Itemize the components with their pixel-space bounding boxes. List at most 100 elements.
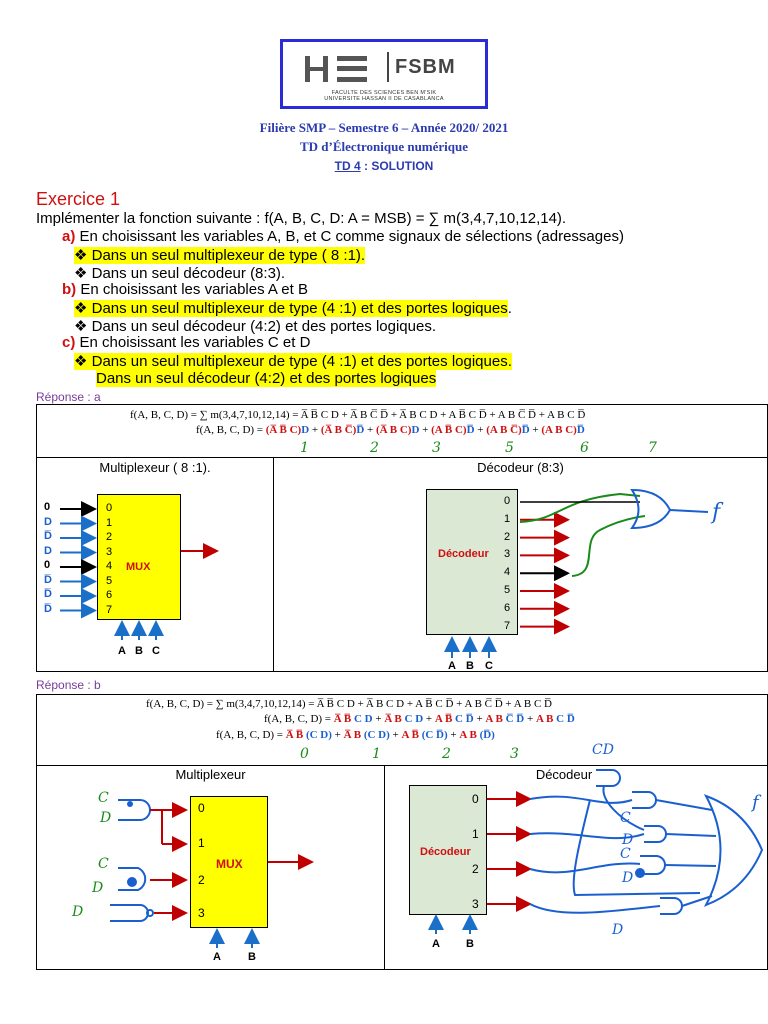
formula-term: +	[473, 713, 486, 725]
dec-4-2-title: Décodeur	[535, 767, 593, 782]
fsbm-logo: FSBM FACULTE DES SCIENCES BEN M'SIK UNIV…	[280, 39, 488, 109]
or-output-wire	[669, 509, 709, 513]
item-b2-label: Dans un seul décodeur (4:2) et des porte…	[91, 318, 437, 335]
formula-term: A B	[485, 713, 503, 725]
dec-8-3-pin: 7	[504, 619, 511, 632]
bullet-icon: ❖	[74, 247, 88, 264]
formula-term: +	[309, 424, 321, 436]
dec-8-3-pin: 1	[504, 512, 511, 525]
formula-term: C D	[351, 713, 373, 725]
hand-input-label: D	[72, 904, 84, 920]
formula-term: (A B C̅)	[486, 424, 522, 436]
formula-term: (A B C)	[541, 424, 577, 436]
question-a: a) En choisissant les variables A, B, et…	[62, 228, 624, 245]
mux-8-1-input-label: D	[44, 544, 52, 557]
mux-4-1-pin: 3	[198, 906, 205, 920]
hand-number: 6	[580, 440, 589, 456]
item-c1-text: ❖ Dans un seul multiplexeur de type (4 :…	[74, 353, 512, 370]
reponse-a-formula-2: f(A, B, C, D) = (A̅ B̅ C)D + (A̅ B C̅)D̅…	[196, 424, 585, 436]
formula-term: +	[524, 713, 536, 725]
formula-term: A B	[535, 713, 554, 725]
hand-number: 1	[372, 746, 381, 762]
td-title: TD 4 : SOLUTION	[0, 159, 768, 173]
formula-term: (D̅)	[476, 729, 495, 741]
formula-term: A B	[459, 729, 477, 741]
mux-8-1-pin: 2	[106, 531, 113, 543]
hand-number: 2	[442, 746, 451, 762]
dec-4-2-pin: 3	[472, 897, 479, 911]
exercise-intro: Implémenter la fonction suivante : f(A, …	[36, 210, 567, 227]
item-c2-label: Dans un seul décodeur (4:2) et des porte…	[96, 370, 437, 387]
dec-8-3-select-label: B	[466, 660, 474, 672]
mux-4-1-block	[190, 796, 268, 928]
bullet-icon: ❖	[74, 318, 88, 335]
hand-top-label: CD	[592, 742, 614, 758]
formula-term: C̅ D̅	[502, 713, 525, 725]
hand-gate-label: D	[622, 832, 634, 848]
mux-4-1-pin: 0	[198, 801, 205, 815]
hand-number: 3	[510, 746, 519, 762]
item-c2: Dans un seul décodeur (4:2) et des porte…	[96, 370, 437, 387]
formula-term: +	[331, 729, 344, 741]
hand-number: 3	[432, 440, 441, 456]
formula-term: D̅	[521, 424, 530, 436]
mux-8-1-input-label: D̅	[44, 573, 52, 586]
reponse-b-formula-3: f(A, B, C, D) = A̅ B̅ (C D) + A̅ B (C D)…	[216, 729, 495, 741]
dec-8-3-block	[426, 489, 518, 635]
bullet-icon: ❖	[74, 353, 88, 370]
hand-number: 1	[300, 440, 309, 456]
mux-8-1-pin: 0	[106, 502, 113, 514]
formula-term: (A̅ B C̅)	[320, 424, 357, 436]
logo-separator	[387, 52, 389, 82]
formula-term: A B̅	[434, 713, 453, 725]
item-a1-label: Dans un seul multiplexeur de type ( 8 :1…	[91, 247, 366, 264]
hand-number: 0	[300, 746, 309, 762]
mux-8-1-block	[97, 494, 181, 620]
mux-8-1-input-wires	[60, 501, 97, 619]
logo-subtitle-faculty: FACULTE DES SCIENCES BEN M'SIK	[331, 90, 437, 96]
dec-4-2-block	[409, 785, 487, 915]
td-label: TD 4	[334, 159, 361, 173]
formula-term: A̅ B̅	[285, 729, 304, 741]
question-c-text: En choisissant les variables C et D	[75, 334, 311, 351]
td-suffix: : SOLUTION	[360, 159, 434, 173]
mux-8-1-input-label: D̅	[44, 530, 52, 542]
formula-b2-lhs: f(A, B, C, D) =	[264, 713, 334, 725]
mux-4-1-select-arrows	[209, 928, 260, 948]
reponse-a-formula-1: f(A, B, C, D) = ∑ m(3,4,7,10,12,14) = A̅…	[130, 409, 586, 421]
hand-input-label: D	[100, 810, 112, 826]
mux-8-1-pin: 1	[106, 516, 113, 529]
dec-8-3-pin: 3	[504, 548, 511, 561]
dec-8-3-output-arrows	[520, 511, 570, 635]
formula-term: (A̅ B̅ C)	[265, 424, 302, 436]
reponse-a-label: Réponse : a	[36, 390, 101, 404]
mux-8-1-pin: 7	[106, 603, 113, 616]
mux-8-1-input-label: D̅	[44, 588, 52, 600]
mux-4-1-label: MUX	[216, 857, 243, 871]
dec-8-3-select-label: A	[448, 660, 456, 672]
course-subject: TD d’Électronique numérique	[299, 139, 469, 154]
logo-subtitle: FACULTE DES SCIENCES BEN M'SIK UNIVERSIT…	[283, 90, 485, 102]
item-c1-label: Dans un seul multiplexeur de type (4 :1)…	[91, 353, 512, 370]
mux-8-1-label: MUX	[126, 561, 151, 573]
mux-8-1-select-label: B	[135, 645, 143, 657]
bullet-icon: ❖	[74, 300, 88, 317]
question-c: c) En choisissant les variables C et D	[62, 334, 310, 351]
formula-term: D̅	[356, 424, 365, 436]
hand-output-f-b: f	[752, 792, 759, 813]
formula-2-terms: (A̅ B̅ C)D + (A̅ B C̅)D̅ + (A̅ B C)D + (…	[266, 424, 585, 436]
formula-term: D̅	[576, 424, 585, 436]
item-b1-text: ❖ Dans un seul multiplexeur de type (4 :…	[74, 300, 508, 317]
mux-4-1-pin: 1	[198, 836, 205, 850]
dec-8-3-select-label: C	[485, 660, 493, 672]
item-a2-label: Dans un seul décodeur (8:3).	[91, 265, 286, 282]
formula-term: +	[423, 713, 435, 725]
dec-8-3-select-arrows	[444, 636, 497, 658]
reponse-b-label: Réponse : b	[36, 678, 101, 692]
formula-term: +	[474, 424, 487, 436]
formula-term: +	[447, 729, 460, 741]
dec-8-3-pin: 4	[504, 566, 511, 579]
mux-4-1-pin: 2	[198, 873, 205, 887]
item-a2: ❖ Dans un seul décodeur (8:3).	[74, 264, 285, 282]
formula-term: D̅	[466, 424, 475, 436]
